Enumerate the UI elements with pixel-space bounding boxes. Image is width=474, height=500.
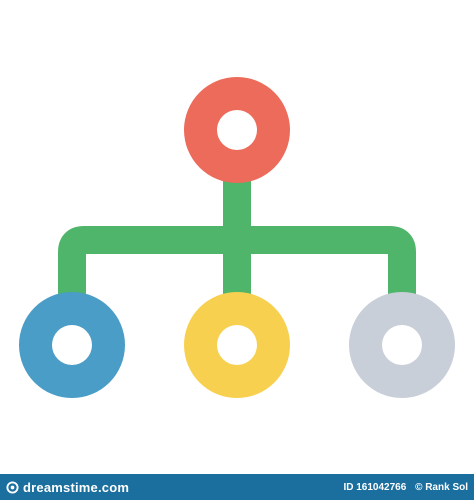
connector-lines (58, 170, 416, 300)
hierarchy-structure-icon (19, 77, 455, 398)
footer-meta: ID 161042766 © Rank Sol (343, 482, 468, 493)
middle-child-node-hole (217, 325, 257, 365)
right-child-node-hole (382, 325, 422, 365)
dreamstime-logo-icon (6, 480, 19, 494)
author-credit-text: © Rank Sol (415, 481, 468, 493)
left-child-node (19, 292, 125, 398)
footer-logo-text: dreamstime.com (23, 479, 130, 495)
root-node-hole (217, 110, 257, 150)
right-child-node (349, 292, 455, 398)
middle-child-node (184, 292, 290, 398)
left-child-node-hole (52, 325, 92, 365)
watermark-footer-bar: dreamstime.com ID 161042766 © Rank Sol (0, 474, 474, 500)
footer-logo: dreamstime.com (6, 480, 129, 495)
root-node (184, 77, 290, 183)
image-id-text: ID 161042766 (343, 481, 407, 493)
hierarchy-nodes (19, 77, 455, 398)
